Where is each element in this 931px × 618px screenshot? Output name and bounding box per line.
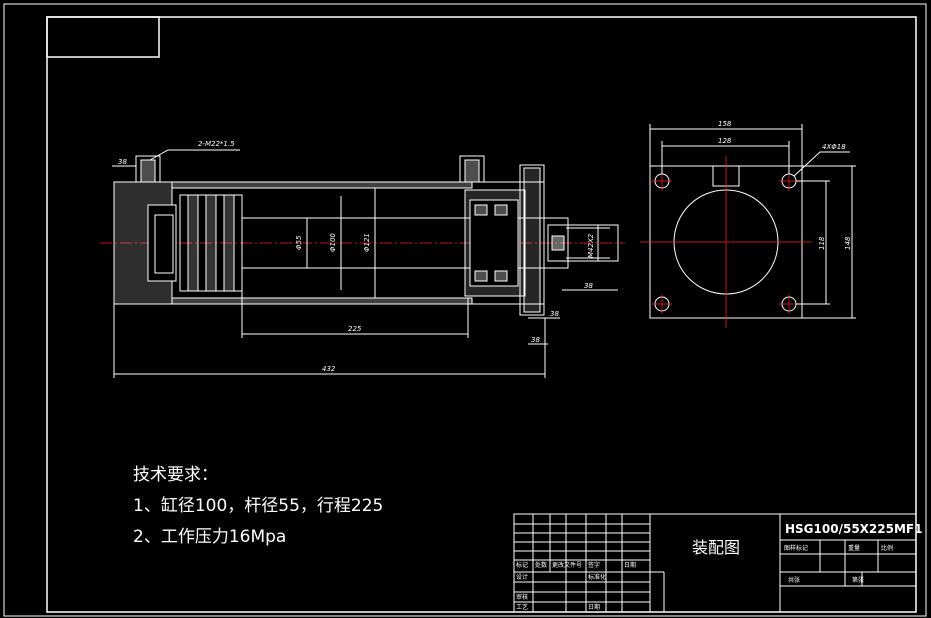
tb-cell-11: 重量 <box>848 544 860 552</box>
tb-cell-14: 第张 <box>852 576 864 584</box>
dim-bolt-spacing-v: 118 <box>818 236 826 250</box>
bolt-holes-callout: 4XΦ18 <box>822 143 846 151</box>
title-block <box>513 513 917 613</box>
model-number: HSG100/55X225MF1 <box>785 522 922 536</box>
end-view-dimension-texts: 158 128 118 148 4XΦ18 <box>718 120 852 250</box>
technical-requirements: 技术要求： 1、缸径100，杆径55，行程225 2、工作压力16Mpa <box>133 465 383 547</box>
port-callout-leader <box>149 149 240 161</box>
dim-stroke: 225 <box>348 325 362 333</box>
dim-overall-length: 432 <box>322 365 336 373</box>
bolt-callout-leader <box>793 151 850 177</box>
tb-cell-3: 签字 <box>588 561 600 569</box>
cylinder-section-view <box>100 149 625 378</box>
dim-body-diameter: Φ121 <box>363 233 371 252</box>
dim-flange-width: 158 <box>718 120 732 128</box>
tb-cell-12: 比例 <box>881 544 893 552</box>
title-block-texts: 装配图 HSG100/55X225MF1 标记 处数 更改文件号 签字 日期 设… <box>516 522 922 611</box>
gland-seal-bot-b <box>494 270 508 282</box>
port-callout-text: 2-M22*1.5 <box>198 140 235 148</box>
piston-seal-3 <box>223 194 235 292</box>
front-port <box>464 159 480 183</box>
piston-seal-2 <box>205 194 217 292</box>
dim-bore-diameter: Φ100 <box>329 233 337 252</box>
dim-rod-diameter: Φ55 <box>295 235 303 250</box>
rod-end-thread <box>547 224 619 262</box>
piston-seal-1 <box>187 194 199 292</box>
sheet-frame <box>46 16 917 613</box>
front-flange <box>519 164 545 316</box>
dim-thread: M42X2 <box>587 233 595 258</box>
rear-port <box>140 159 156 183</box>
tech-req-heading: 技术要求： <box>133 465 218 485</box>
tb-cell-6: 标准化 <box>588 573 606 581</box>
dim-flange-thk: 38 <box>550 310 559 318</box>
rod-end-flat <box>551 235 565 251</box>
gland-seal-top-a <box>474 204 488 216</box>
gland-seal-top-b <box>494 204 508 216</box>
drawing-title: 装配图 <box>692 538 740 557</box>
sheet-outer-border <box>3 3 927 617</box>
rear-cap-bore <box>147 204 177 282</box>
tb-cell-13: 共张 <box>788 576 800 584</box>
tb-cell-0: 标记 <box>516 561 528 569</box>
front-flange-hatch <box>523 167 541 313</box>
sheet-corner-box <box>46 16 160 58</box>
tb-cell-8: 工艺 <box>516 603 528 611</box>
dim-port-offset: 38 <box>118 158 127 166</box>
tech-req-item-1: 1、缸径100，杆径55，行程225 <box>133 495 383 516</box>
flange-center-marks <box>640 156 812 328</box>
tb-cell-7: 审核 <box>516 593 528 601</box>
rear-cap-insert <box>154 214 174 274</box>
gland-seal-bot-a <box>474 270 488 282</box>
dim-bolt-spacing-h: 128 <box>718 137 732 145</box>
tb-cell-1: 处数 <box>535 561 547 569</box>
flange-end-view <box>640 124 856 328</box>
tb-cell-5: 设计 <box>516 573 528 581</box>
barrel-wall-bottom <box>171 297 473 305</box>
title-block-frame <box>513 513 917 613</box>
dim-flange-height: 148 <box>844 236 852 250</box>
tb-cell-4: 日期 <box>624 561 636 569</box>
side-view-dimension-texts: 38 2-M22*1.5 Φ55 Φ100 Φ121 M42X2 225 432… <box>118 140 595 373</box>
tech-req-item-2: 2、工作压力16Mpa <box>133 527 286 547</box>
dim-rod-end: 38 <box>584 282 593 290</box>
tb-cell-9: 日期 <box>588 603 600 611</box>
barrel-wall-top <box>171 181 473 189</box>
tb-cell-2: 更改文件号 <box>552 561 582 569</box>
dim-end-thk: 38 <box>531 336 540 344</box>
tb-cell-10: 图样标记 <box>784 544 808 552</box>
gland-bore <box>469 199 519 287</box>
